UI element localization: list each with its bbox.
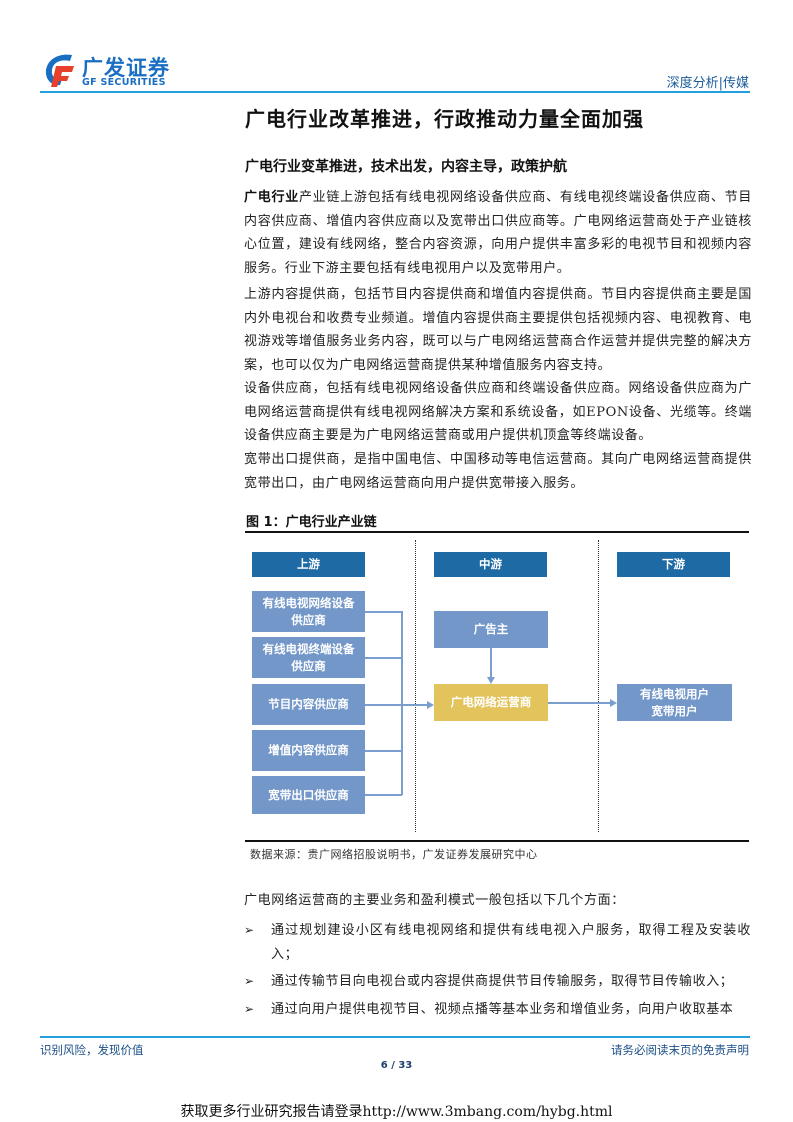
connector-line: [401, 704, 427, 706]
business-model-intro: 广电网络运营商的主要业务和盈利模式一般包括以下几个方面：: [244, 893, 625, 908]
column-header-upstream: 上游: [252, 552, 365, 577]
box-network-equipment-supplier: 有线电视网络设备供应商: [252, 591, 365, 632]
logo-english-name: GF SECURITIES: [82, 77, 166, 88]
box-value-added-content-supplier: 增值内容供应商: [252, 730, 365, 771]
arrow-down-icon: [487, 677, 495, 684]
users-line-broadband: 宽带用户: [651, 703, 698, 718]
box-terminal-equipment-supplier: 有线电视终端设备供应商: [252, 637, 365, 678]
gf-securities-logo: 广发证券 GF SECURITIES: [42, 52, 182, 92]
box-program-content-supplier: 节目内容供应商: [252, 684, 365, 725]
connector-line: [365, 750, 402, 752]
arrow-right-icon: [610, 699, 617, 707]
connector-line: [548, 702, 610, 704]
paragraph-equipment-suppliers: 设备供应商，包括有线电视网络设备供应商和终端设备供应商。网络设备供应商为广电网络…: [244, 381, 752, 443]
bullet-arrow-icon: ➢: [244, 1002, 255, 1016]
logo-chinese-name: 广发证券: [82, 56, 170, 80]
figure-bottom-rule: [245, 840, 749, 842]
watermark-text: 获取更多行业研究报告请登录http://www.3mbang.com/hybg.…: [180, 1104, 613, 1120]
column-divider-right: [598, 540, 599, 832]
gf-logo-icon: [45, 54, 74, 87]
box-broadband-export-supplier: 宽带出口供应商: [252, 776, 365, 814]
bullet-item: ➢ 通过向用户提供电视节目、视频点播等基本业务和增值业务，向用户收取基本: [244, 998, 752, 1022]
report-section-label: 深度分析|传媒: [666, 76, 749, 91]
figure-source: 数据来源：贵广网络招股说明书，广发证券发展研究中心: [250, 848, 538, 861]
paragraph-industry-chain: 广电行业产业链上游包括有线电视网络设备供应商、有线电视终端设备供应商、节目内容供…: [244, 190, 752, 276]
bullet-arrow-icon: ➢: [244, 923, 255, 937]
connector-line: [365, 611, 402, 613]
page-number: 6 / 33: [380, 1060, 413, 1071]
connector-line: [365, 794, 402, 796]
figure-title: 图 1：广电行业产业链: [246, 515, 377, 530]
header-divider: [40, 91, 750, 93]
paragraph-content-providers: 上游内容提供商，包括节目内容提供商和增值内容提供商。节目内容提供商主要是国内外电…: [244, 287, 752, 373]
connector-line: [365, 657, 402, 659]
connector-line: [365, 704, 402, 706]
column-header-midstream: 中游: [434, 552, 547, 577]
users-line-cable-tv: 有线电视用户: [640, 686, 709, 701]
page-title: 广电行业改革推进，行政推动力量全面加强: [245, 107, 644, 131]
column-divider-left: [415, 540, 416, 832]
column-header-downstream: 下游: [617, 552, 730, 577]
box-advertiser: 广告主: [434, 611, 548, 648]
figure-top-rule: [245, 531, 749, 533]
section-subtitle: 广电行业变革推进，技术出发，内容主导，政策护航: [245, 159, 567, 175]
connector-bus-line: [401, 611, 403, 795]
box-cable-network-operator: 广电网络运营商: [434, 684, 548, 721]
bullet-arrow-icon: ➢: [244, 974, 255, 988]
footer-slogan: 识别风险，发现价值: [40, 1043, 144, 1057]
paragraph-broadband-providers: 宽带出口提供商，是指中国电信、中国移动等电信运营商。其向广电网络运营商提供宽带出…: [244, 452, 752, 491]
box-end-users: 有线电视用户 宽带用户: [617, 684, 732, 721]
paragraph-lead-bold: 广电行业: [244, 190, 299, 205]
footer-disclaimer-note: 请务必阅读末页的免责声明: [611, 1043, 749, 1057]
arrow-right-icon: [427, 701, 434, 709]
bullet-item: ➢ 通过传输节目向电视台或内容提供商提供节目传输服务，取得节目传输收入；: [244, 970, 752, 994]
connector-line: [490, 648, 492, 677]
bullet-item: ➢ 通过规划建设小区有线电视网络和提供有线电视入户服务，取得工程及安装收入；: [244, 919, 752, 966]
footer-divider: [40, 1036, 750, 1038]
